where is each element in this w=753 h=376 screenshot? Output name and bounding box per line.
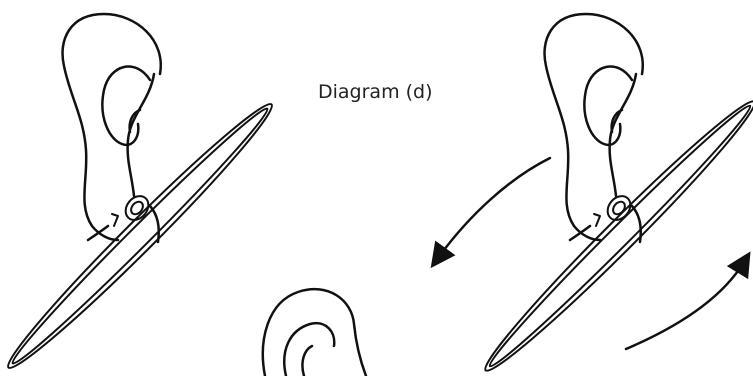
rotate-arrow-left xyxy=(430,156,552,269)
ear-hook-wire-icon xyxy=(484,100,753,372)
rotate-arrow-right xyxy=(624,251,751,351)
ear-inner-icon xyxy=(283,321,336,376)
ear-icon xyxy=(261,287,368,376)
ear-with-hook-left xyxy=(7,12,273,369)
ear-hook-wire-icon xyxy=(7,103,273,369)
ear-hook-loop-icon xyxy=(111,195,150,227)
ear-with-hook-right xyxy=(484,12,753,372)
ear-outline-icon xyxy=(61,12,163,244)
ear-partial-bottom xyxy=(261,287,368,376)
diagram-caption: Diagram (d) xyxy=(318,81,433,103)
